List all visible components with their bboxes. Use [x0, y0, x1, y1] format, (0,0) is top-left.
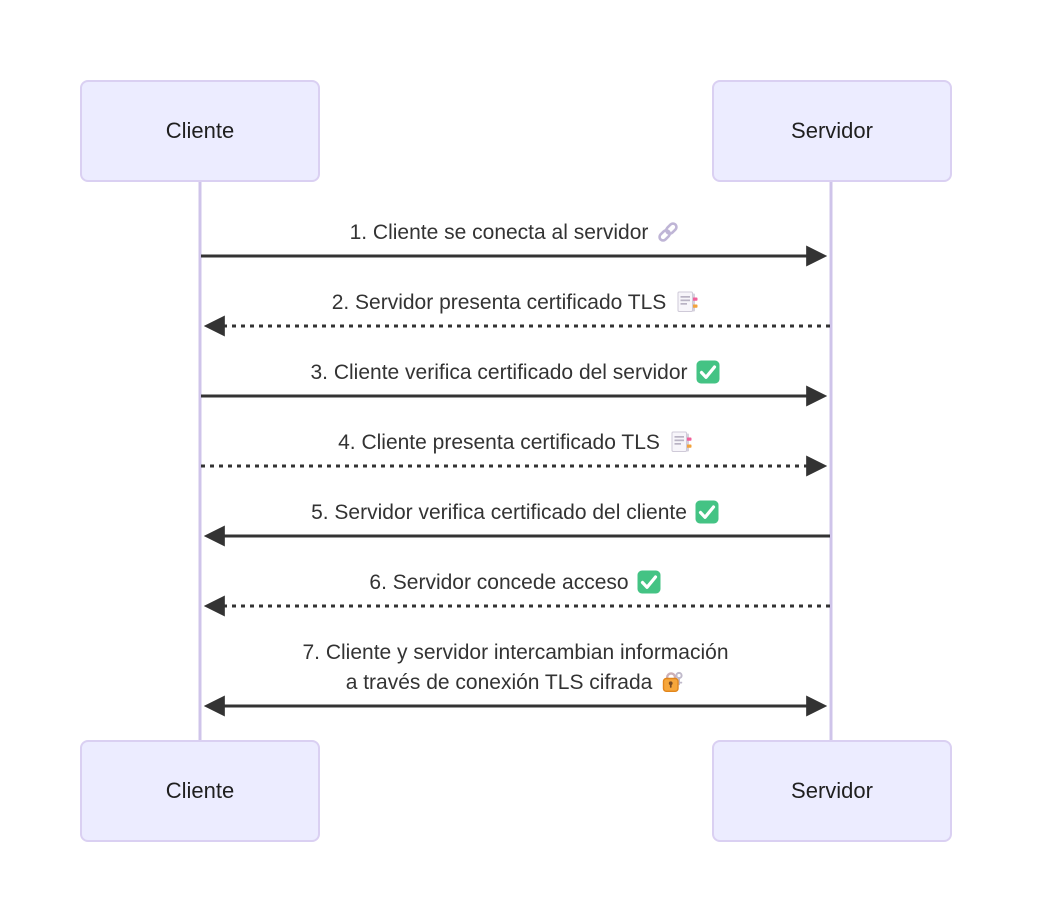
certificate-icon: [673, 289, 699, 324]
actor-box-cliente-top: Cliente: [80, 80, 320, 182]
message-7-label: 7. Cliente y servidor intercambian infor…: [302, 641, 729, 694]
message-5-label: 5. Servidor verifica certificado del cli…: [311, 501, 687, 524]
check-icon: [636, 569, 662, 604]
link-icon: [655, 219, 681, 254]
actor-box-servidor-top: Servidor: [712, 80, 952, 182]
message-4: 4. Cliente presenta certificado TLS: [200, 428, 831, 464]
message-4-label: 4. Cliente presenta certificado TLS: [338, 431, 660, 454]
message-6-label: 6. Servidor concede acceso: [369, 571, 629, 594]
message-1-label: 1. Cliente se conecta al servidor: [349, 221, 649, 244]
check-icon: [694, 499, 720, 534]
actor-label-cliente-bottom: Cliente: [165, 778, 235, 803]
message-1: 1. Cliente se conecta al servidor: [200, 218, 831, 254]
actor-box-cliente-bottom: Cliente: [80, 740, 320, 842]
check-icon: [695, 359, 721, 394]
message-2: 2. Servidor presenta certificado TLS: [200, 288, 831, 324]
certificate-icon: [667, 429, 693, 464]
lock-icon: [659, 669, 685, 704]
actor-label-servidor-bottom: Servidor: [791, 778, 873, 803]
message-7: 7. Cliente y servidor intercambian infor…: [200, 638, 831, 704]
message-2-label: 2. Servidor presenta certificado TLS: [331, 291, 667, 314]
actor-box-servidor-bottom: Servidor: [712, 740, 952, 842]
message-3: 3. Cliente verifica certificado del serv…: [200, 358, 831, 394]
actor-label-cliente-top: Cliente: [165, 118, 235, 143]
actor-label-servidor-top: Servidor: [791, 118, 873, 143]
message-6: 6. Servidor concede acceso: [200, 568, 831, 604]
message-5: 5. Servidor verifica certificado del cli…: [200, 498, 831, 534]
message-3-label: 3. Cliente verifica certificado del serv…: [310, 361, 688, 384]
